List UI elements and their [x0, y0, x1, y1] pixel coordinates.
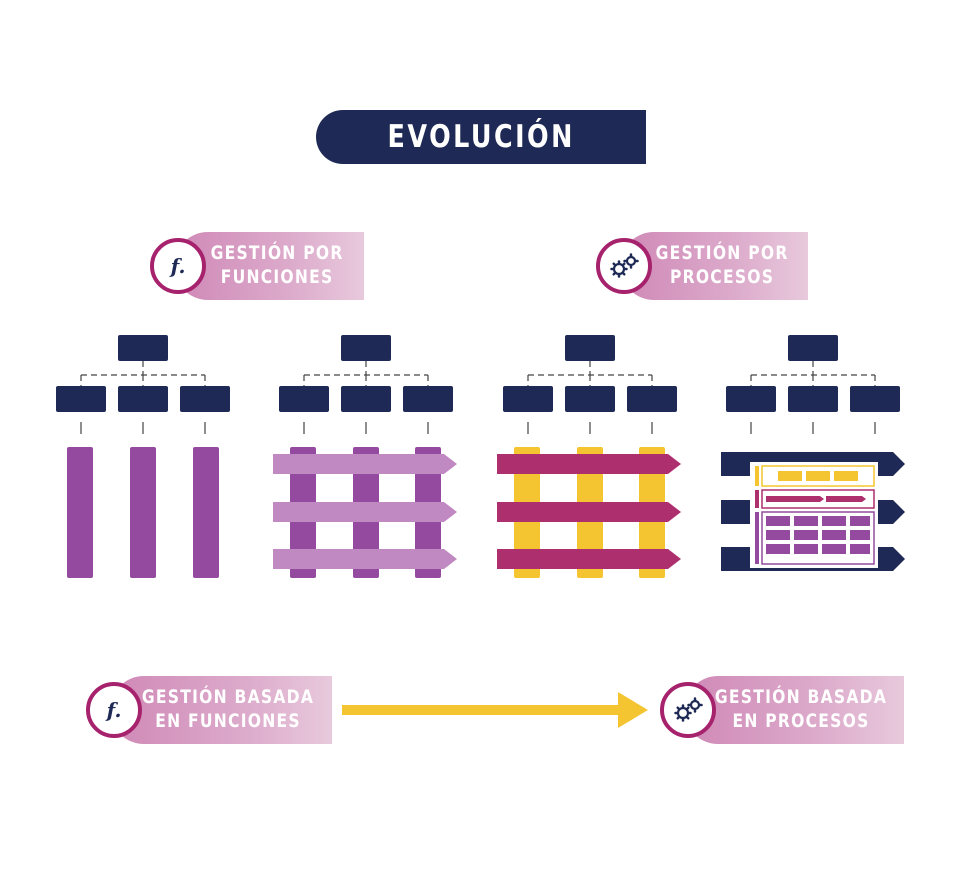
matrix-middle-panel [761, 489, 875, 509]
org-box [726, 386, 776, 412]
matrix-cell [778, 471, 802, 481]
org-ticks [750, 422, 876, 434]
process-arrow [273, 502, 457, 522]
org-box [565, 386, 615, 412]
process-arrow [497, 502, 681, 522]
org-box-top [341, 335, 391, 361]
gears-icon-svg [674, 697, 703, 722]
badge-gestion-basada-en-procesos: GESTIÓN BASADA EN PROCESOS [660, 676, 904, 744]
matrix-grid-panel [761, 511, 875, 565]
structure-functions [56, 335, 230, 578]
matrix-side-bar [755, 490, 759, 508]
structure-transition-1 [273, 335, 457, 578]
badge-label-line1: GESTIÓN BASADA [714, 686, 888, 709]
structure-transition-2 [497, 335, 681, 578]
structure-processes [721, 335, 905, 571]
process-arrow [273, 549, 457, 569]
org-box [788, 386, 838, 412]
org-box-top [118, 335, 168, 361]
org-box [503, 386, 553, 412]
function-column [130, 447, 156, 578]
org-box-top [565, 335, 615, 361]
badge-label-line2: EN PROCESOS [732, 710, 870, 732]
process-arrow [497, 454, 681, 474]
badge-label-line1: GESTIÓN BASADA [141, 686, 315, 709]
matrix-side-bar [755, 466, 759, 486]
matrix-side-bar [755, 512, 759, 564]
org-connectors [750, 361, 876, 386]
org-box [56, 386, 106, 412]
gears-icon [596, 238, 652, 294]
function-icon-glyph: f. [170, 254, 186, 278]
function-icon: f. [150, 238, 206, 294]
matrix-grid-cells [766, 516, 870, 554]
matrix-cell [806, 471, 830, 481]
badge-ribbon: GESTIÓN BASADA EN FUNCIONES [110, 676, 332, 744]
org-box [627, 386, 677, 412]
badge-label: GESTIÓN POR PROCESOS [656, 242, 789, 290]
matrix-top-panel [761, 465, 875, 487]
matrix-cell [834, 471, 858, 481]
title-banner: EVOLUCIÓN [316, 110, 646, 164]
badge-label-line2: FUNCIONES [220, 266, 334, 288]
org-connectors [303, 361, 429, 386]
badge-ribbon: GESTIÓN BASADA EN PROCESOS [684, 676, 904, 744]
badge-label-line2: EN FUNCIONES [155, 710, 301, 732]
badge-label: GESTIÓN BASADA EN FUNCIONES [142, 686, 314, 734]
org-ticks [303, 422, 429, 434]
org-ticks [80, 422, 206, 434]
gears-icon-svg [610, 253, 639, 278]
org-connectors [80, 361, 206, 386]
title: EVOLUCIÓN [387, 119, 575, 155]
org-ticks [527, 422, 653, 434]
matrix-arrow [766, 496, 824, 502]
process-arrow [273, 454, 457, 474]
function-column [193, 447, 219, 578]
org-box [341, 386, 391, 412]
badge-gestion-por-funciones: GESTIÓN POR FUNCIONES f. [150, 232, 364, 300]
process-arrow [497, 549, 681, 569]
badge-label: GESTIÓN POR FUNCIONES [211, 242, 344, 290]
function-icon: f. [86, 682, 142, 738]
badge-label: GESTIÓN BASADA EN PROCESOS [715, 686, 887, 734]
org-box [279, 386, 329, 412]
badge-gestion-basada-en-funciones: GESTIÓN BASADA EN FUNCIONES f. [86, 676, 332, 744]
org-box-top [788, 335, 838, 361]
matrix-arrow [826, 496, 866, 502]
badge-label-line2: PROCESOS [669, 266, 775, 288]
function-icon-glyph: f. [106, 698, 122, 722]
org-box [403, 386, 453, 412]
org-box [850, 386, 900, 412]
badge-label-line1: GESTIÓN POR [655, 242, 789, 265]
function-column [67, 447, 93, 578]
evolution-arrow [342, 692, 648, 728]
gears-icon [660, 682, 716, 738]
badge-label-line1: GESTIÓN POR [210, 242, 344, 265]
org-box [180, 386, 230, 412]
badge-gestion-por-procesos: GESTIÓN POR PROCESOS [596, 232, 808, 300]
org-box [118, 386, 168, 412]
org-connectors [527, 361, 653, 386]
